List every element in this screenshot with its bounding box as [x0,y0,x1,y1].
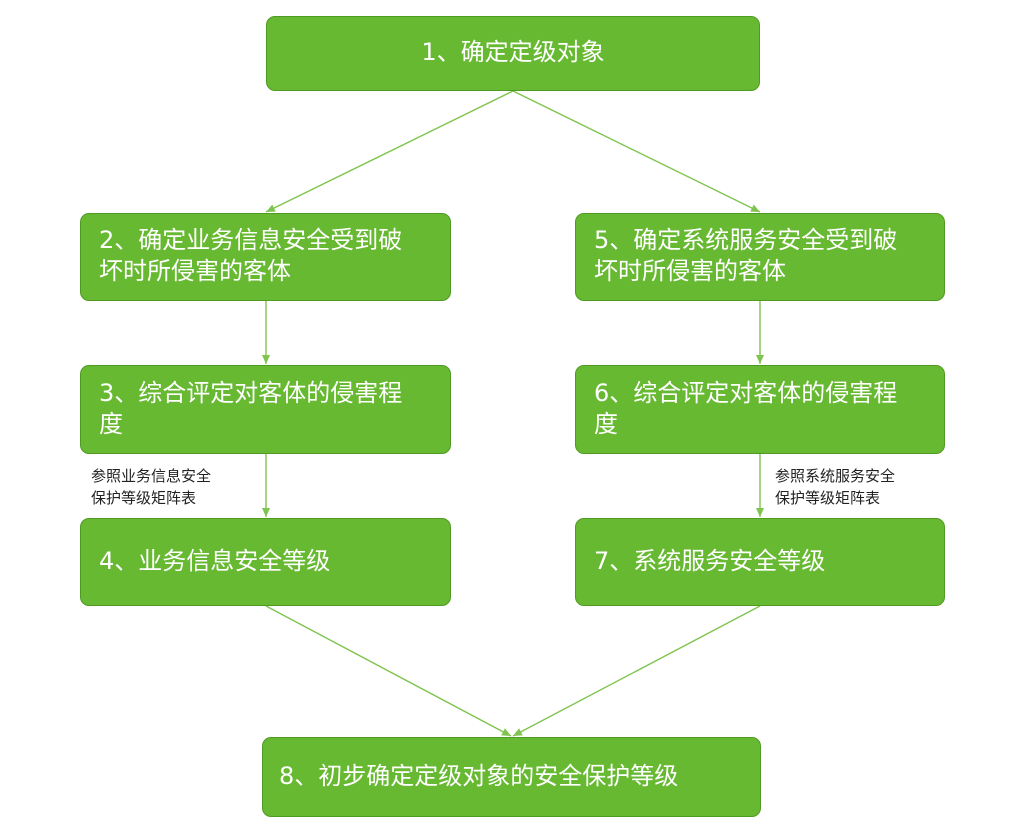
edge-n7-n8 [512,605,761,737]
node-2-business-info-object: 2、确定业务信息安全受到破 坏时所侵害的客体 [80,213,451,301]
node-4-business-info-level: 4、业务信息安全等级 [80,518,451,606]
node-text-block: 5、确定系统服务安全受到破 坏时所侵害的客体 [594,225,897,287]
node-text-line: 坏时所侵害的客体 [594,257,786,285]
node-6-service-harm-degree: 6、综合评定对客体的侵害程 度 [575,365,945,454]
node-text-line: 坏时所侵害的客体 [99,257,291,285]
node-text-line: 6、综合评定对客体的侵害程 [594,378,898,407]
note-line: 参照系统服务安全 [775,467,896,485]
node-1-determine-target: 1、确定定级对象 [266,16,760,91]
node-8-initial-protection-level: 8、初步确定定级对象的安全保护等级 [262,737,761,817]
node-text-line: 2、确定业务信息安全受到破 [99,226,403,254]
note-line: 保护等级矩阵表 [775,489,881,507]
edge-n1-n5 [512,90,761,213]
node-text: 7、系统服务安全等级 [594,546,826,575]
node-text-block: 6、综合评定对客体的侵害程 度 [594,378,897,440]
node-text: 1、确定定级对象 [421,38,605,66]
node-text: 8、初步确定定级对象的安全保护等级 [279,761,679,790]
note-line: 保护等级矩阵表 [91,489,197,507]
node-text-block: 3、综合评定对客体的侵害程 度 [99,378,402,440]
node-5-system-service-object: 5、确定系统服务安全受到破 坏时所侵害的客体 [575,213,945,301]
note-business-matrix: 参照业务信息安全 保护等级矩阵表 [91,465,211,509]
node-text-line: 5、确定系统服务安全受到破 [594,226,898,254]
edge-n1-n2 [265,90,514,213]
node-3-business-harm-degree: 3、综合评定对客体的侵害程 度 [80,365,451,454]
note-line: 参照业务信息安全 [91,467,212,485]
node-7-system-service-level: 7、系统服务安全等级 [575,518,945,606]
note-service-matrix: 参照系统服务安全 保护等级矩阵表 [775,465,895,509]
node-text-block: 2、确定业务信息安全受到破 坏时所侵害的客体 [99,225,402,287]
node-text-line: 度 [594,409,618,438]
node-text: 4、业务信息安全等级 [99,546,331,575]
node-text-line: 度 [99,409,123,438]
node-text-line: 3、综合评定对客体的侵害程 [99,378,403,407]
edge-n4-n8 [265,605,512,737]
